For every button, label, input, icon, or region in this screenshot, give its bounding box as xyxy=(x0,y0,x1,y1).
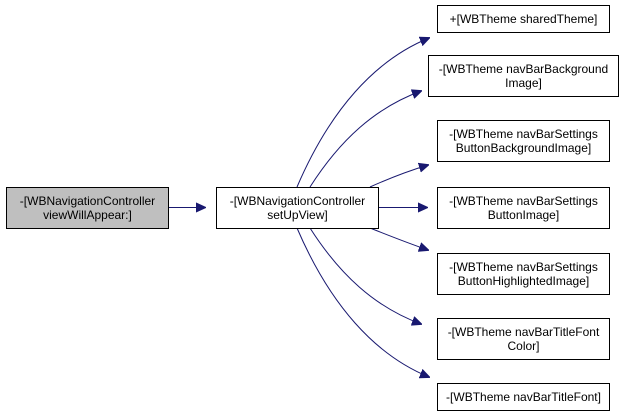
node-box xyxy=(437,5,610,33)
node-box xyxy=(437,318,610,360)
node-label-line: -[WBTheme navBarSettings xyxy=(449,194,598,208)
node-box xyxy=(216,187,379,229)
node-label-line: -[WBTheme navBarTitleFont] xyxy=(446,390,601,404)
node-label-line: ButtonBackgroundImage] xyxy=(456,141,591,155)
node-label-line: Image] xyxy=(505,76,542,90)
node-label-line: -[WBNavigationController xyxy=(230,194,365,208)
node-label-line: +[WBTheme sharedTheme] xyxy=(450,12,598,26)
edge-set_up_view-to-settings_button_background_image xyxy=(369,165,428,188)
node-box xyxy=(437,253,610,295)
node-label-line: ButtonHighlightedImage] xyxy=(458,274,589,288)
node-label-line: viewWillAppear:] xyxy=(43,208,132,222)
node-title-font[interactable]: -[WBTheme navBarTitleFont] xyxy=(437,383,610,411)
node-label-line: setUpView] xyxy=(267,208,327,222)
node-label-line: Color] xyxy=(507,339,539,353)
edge-set_up_view-to-shared_theme xyxy=(296,38,429,188)
node-label-line: -[WBTheme navBarBackground xyxy=(439,62,608,76)
edge-set_up_view-to-title_font_color xyxy=(309,227,421,324)
node-shared-theme[interactable]: +[WBTheme sharedTheme] xyxy=(437,5,610,33)
node-box xyxy=(6,187,169,229)
node-label-line: -[WBTheme navBarSettings xyxy=(449,260,598,274)
node-settings-button-highlighted-image[interactable]: -[WBTheme navBarSettingsButtonHighlighte… xyxy=(437,253,610,295)
node-label-line: ButtonImage] xyxy=(488,208,559,222)
edge-set_up_view-to-settings_button_highlighted_image xyxy=(369,227,428,250)
edge-set_up_view-to-title_font xyxy=(296,227,429,377)
node-box xyxy=(428,55,619,97)
node-box xyxy=(437,187,610,229)
node-box xyxy=(437,383,610,411)
edge-set_up_view-to-nav_bar_background_image xyxy=(309,91,421,188)
node-label-line: -[WBNavigationController xyxy=(20,194,155,208)
node-box xyxy=(437,120,610,162)
node-label-line: -[WBTheme navBarTitleFont xyxy=(448,325,600,339)
node-label-line: -[WBTheme navBarSettings xyxy=(449,127,598,141)
node-settings-button-background-image[interactable]: -[WBTheme navBarSettingsButtonBackground… xyxy=(437,120,610,162)
